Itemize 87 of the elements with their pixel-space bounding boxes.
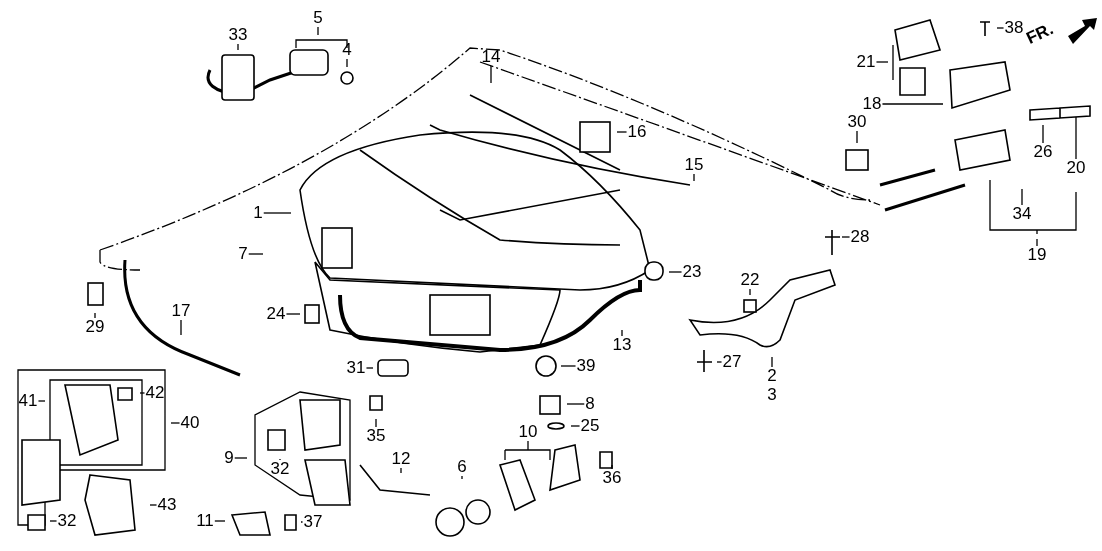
callout-number: 10: [518, 423, 538, 441]
callout-number: 38: [1004, 19, 1024, 37]
callout-number: 9: [224, 449, 234, 467]
leader-line: [1036, 238, 1038, 247]
leader-line: [716, 361, 723, 363]
leader-line: [37, 400, 46, 402]
callout-number: 42: [145, 384, 165, 402]
leader-line: [621, 329, 623, 337]
leader-line: [749, 288, 751, 296]
leader-line: [263, 212, 292, 214]
callout-number: 17: [171, 302, 191, 320]
callout-number: 32: [57, 512, 77, 530]
leader-line: [693, 173, 695, 182]
callout-number: 18: [862, 95, 882, 113]
leader-line: [139, 392, 146, 394]
leader-line: [317, 26, 319, 36]
callout-number: 37: [303, 513, 323, 531]
callout-number: 3: [767, 386, 777, 404]
direction-label: FR.: [1023, 20, 1057, 48]
callout-number: 28: [850, 228, 870, 246]
leader-line: [170, 422, 181, 424]
leader-line: [1042, 124, 1044, 144]
leader-line: [94, 312, 96, 319]
callout-number: 29: [85, 318, 105, 336]
callout-number: 16: [627, 123, 647, 141]
leader-line: [527, 440, 529, 451]
callout-number: 39: [576, 357, 596, 375]
leader-line: [616, 131, 628, 133]
leader-line: [490, 65, 492, 84]
leader-line: [234, 457, 248, 459]
callout-number: 1: [253, 204, 263, 222]
callout-number: 4: [342, 41, 352, 59]
leader-line: [300, 521, 304, 523]
callout-number: 40: [180, 414, 200, 432]
leader-line: [214, 520, 226, 522]
callout-number: 7: [238, 245, 248, 263]
callout-number: 22: [740, 271, 760, 289]
leader-line: [400, 467, 402, 474]
callout-number: 26: [1033, 143, 1053, 161]
callout-number: 27: [722, 353, 742, 371]
leader-line: [180, 319, 182, 336]
callout-number: 20: [1066, 159, 1086, 177]
leader-line: [461, 475, 463, 480]
leader-line: [566, 403, 585, 405]
leader-line: [285, 313, 301, 315]
leader-line: [1021, 188, 1023, 206]
leader-line: [49, 520, 58, 522]
callout-number: 2: [767, 367, 777, 385]
leader-line: [365, 367, 374, 369]
leader-line: [570, 425, 581, 427]
callout-number: 15: [684, 156, 704, 174]
callout-number: 31: [346, 359, 366, 377]
leader-line: [560, 365, 577, 367]
leader-line: [875, 61, 889, 63]
leader-line: [841, 236, 851, 238]
leader-line: [237, 43, 239, 51]
callout-number: 30: [847, 113, 867, 131]
callout-number: 14: [481, 48, 501, 66]
leader-line: [881, 103, 944, 105]
leader-line: [996, 27, 1005, 29]
callout-number: 8: [585, 395, 595, 413]
leader-line: [149, 504, 158, 506]
callout-number: 12: [391, 450, 411, 468]
leader-line: [771, 356, 773, 368]
callout-number: 19: [1027, 246, 1047, 264]
callout-number: 41: [18, 392, 38, 410]
leader-line: [248, 253, 264, 255]
callout-number: 5: [313, 9, 323, 27]
leader-line: [1075, 116, 1077, 160]
callout-number: 13: [612, 336, 632, 354]
callout-number: 32: [270, 460, 290, 478]
leader-line: [375, 418, 377, 428]
callout-number: 36: [602, 469, 622, 487]
callout-number: 25: [580, 417, 600, 435]
leader-line: [856, 130, 858, 144]
callout-number: 6: [457, 458, 467, 476]
callout-number: 34: [1012, 205, 1032, 223]
leader-line: [611, 464, 613, 470]
callout-number: 23: [682, 263, 702, 281]
callout-number: 33: [228, 26, 248, 44]
callout-number: 11: [196, 512, 214, 530]
callout-number: 35: [366, 427, 386, 445]
leader-line: [346, 58, 348, 68]
callout-number: 43: [157, 496, 177, 514]
callout-number: 24: [266, 305, 286, 323]
callout-number: 21: [856, 53, 876, 71]
leader-line: [668, 271, 683, 273]
